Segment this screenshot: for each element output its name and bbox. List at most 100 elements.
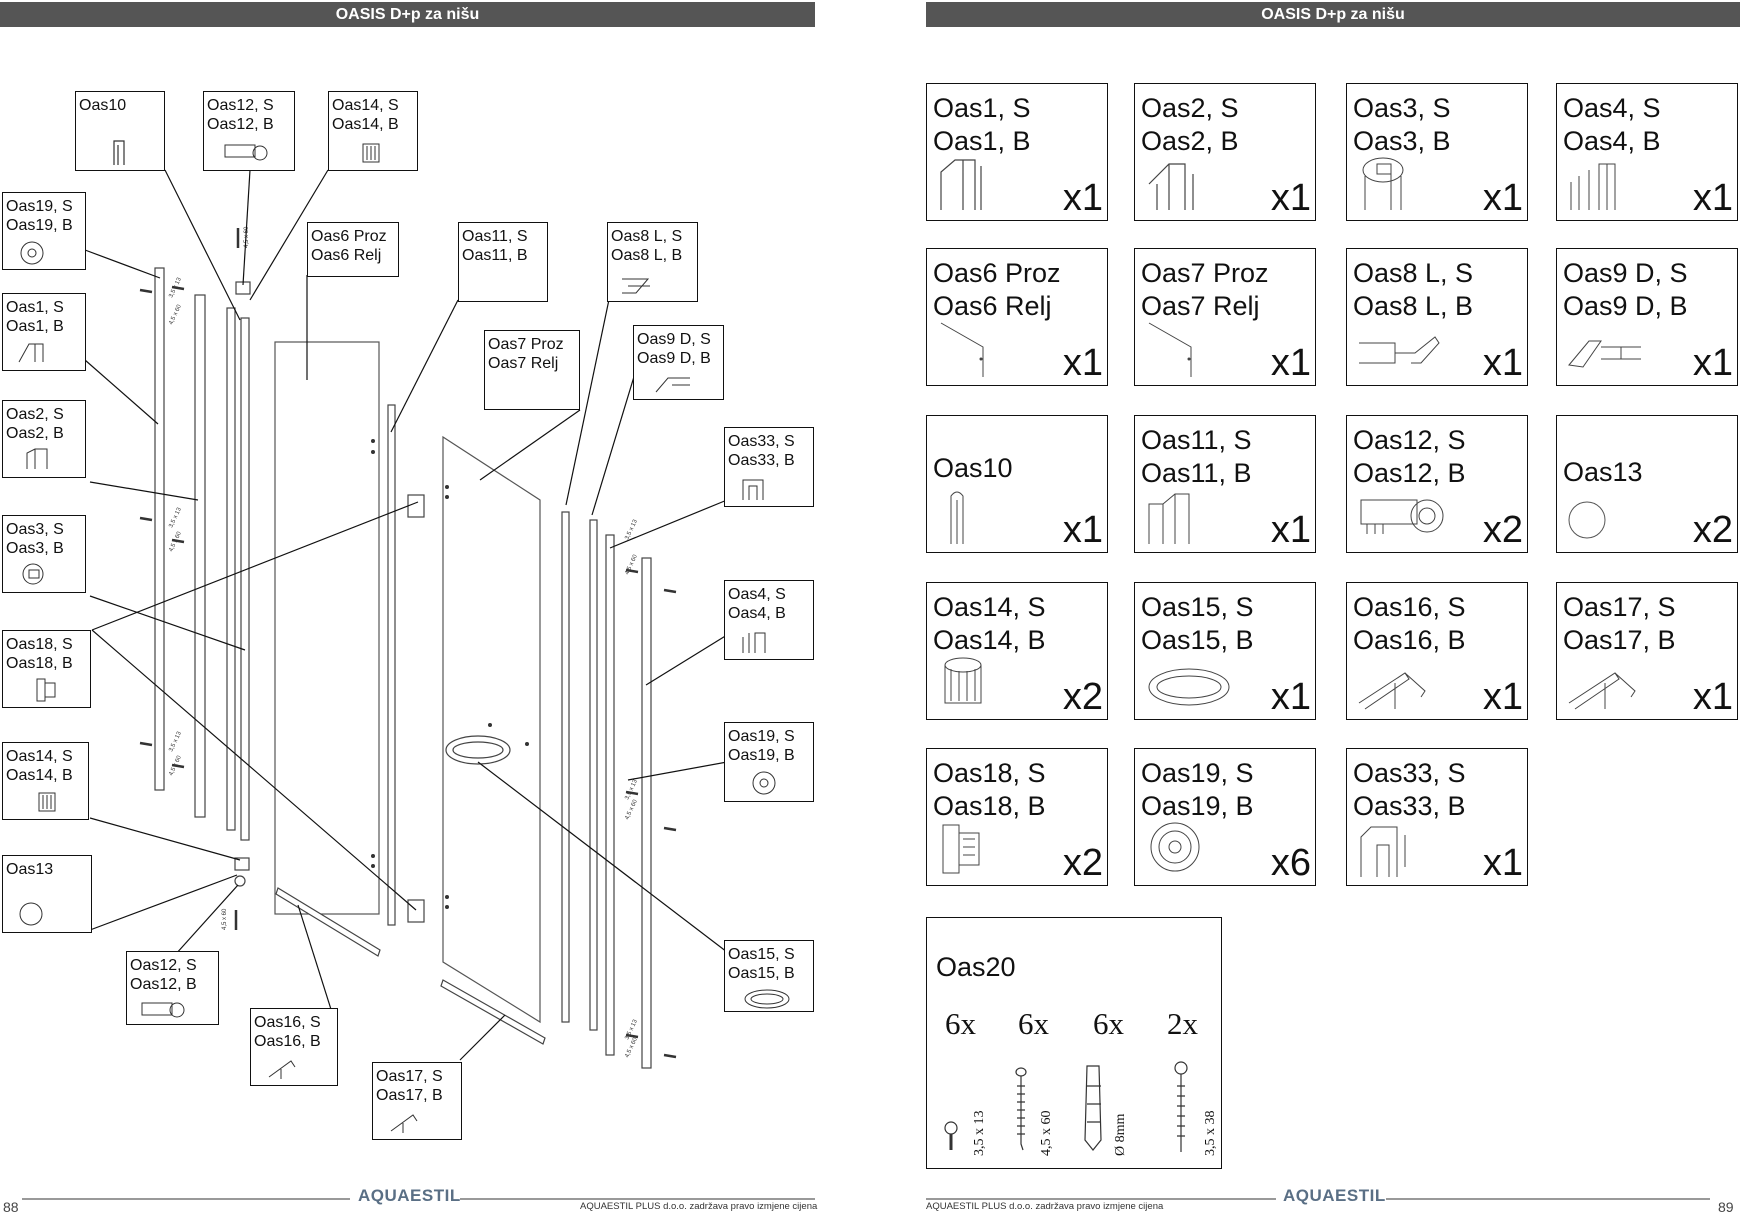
screw-mark: 4,5 x 60 (244, 226, 250, 248)
left-footer-notice: AQUAESTIL PLUS d.o.o. zadržava pravo izm… (580, 1201, 818, 1212)
screw-mark: 3,5 x 13 (168, 730, 183, 752)
roller-icon (752, 771, 776, 795)
profile-oas3 (226, 307, 236, 831)
profile-oas11 (387, 404, 396, 926)
exploded-label-oas10: Oas10 (75, 91, 165, 171)
part-card-oas10: Oas10 x1 (926, 415, 1108, 553)
plug-icon (19, 902, 43, 926)
screw-mark: 4,5 x 60 (624, 798, 639, 820)
profile-icon (742, 632, 766, 653)
hardware-size: 3,5 x 13 (972, 1110, 987, 1157)
hardware-count: 6x (945, 1006, 976, 1041)
right-brand-logo: AQUAESTIL (1283, 1186, 1386, 1205)
part-card-oas13: Oas13 x2 (1556, 415, 1738, 553)
part-oas14-icon (944, 657, 982, 704)
hardware-size: Ø 8mm (1113, 1113, 1128, 1156)
screw-mark: 3,5 x 13 (624, 778, 639, 800)
screw-3-5x13-icon (944, 1121, 958, 1135)
screw-mark: 3,5 x 13 (168, 506, 183, 528)
hardware-size: 4,5 x 60 (1039, 1110, 1054, 1157)
seal-oas16 (275, 887, 381, 957)
part-oas4-icon (1570, 163, 1616, 210)
hardware-card-oas20: Oas20 6x 6x 6x 2x 3,5 x 13 4,5 x 60 Ø 8m… (926, 917, 1222, 1169)
profile-icon (113, 140, 125, 165)
profile-oas8 (561, 511, 570, 1023)
hardware-count: 2x (1167, 1006, 1198, 1041)
seal-icon (268, 1060, 296, 1079)
part-oas17-icon (1568, 672, 1636, 710)
profile-oas1 (154, 267, 165, 791)
exploded-assembly-diagram: 3,5 x 13 4,5 x 60 3,5 x 13 4,5 x 60 3,5 … (84, 169, 728, 1069)
seal-oas17 (440, 979, 546, 1045)
part-oas13-icon (1568, 501, 1606, 539)
part-oas7-icon (1148, 322, 1192, 377)
part-oas8-icon (1359, 336, 1440, 364)
right-footer-notice: AQUAESTIL PLUS d.o.o. zadržava pravo izm… (926, 1201, 1164, 1212)
part-oas16-icon (1358, 672, 1426, 710)
left-brand-logo: AQUAESTIL (358, 1186, 461, 1205)
profile-icon (22, 563, 44, 585)
right-footer-line (926, 1198, 1276, 1200)
profile-oas2 (194, 294, 206, 818)
exploded-label-oas13: Oas13 (2, 855, 92, 933)
hardware-count: 6x (1018, 1006, 1049, 1041)
left-page-header: OASIS D+p za nišu (0, 2, 815, 27)
part-oas11-icon (1148, 493, 1190, 544)
connector-icon (655, 377, 690, 393)
right-page-number: 89 (1718, 1199, 1734, 1215)
connector-icon (622, 278, 650, 294)
glass-oas7 (442, 435, 541, 1024)
left-footer-line-2 (460, 1198, 815, 1200)
screw-4-5x60-icon (1017, 1076, 1025, 1151)
glass-oas6 (274, 341, 380, 915)
screw-3-5x38-icon (1174, 1061, 1188, 1075)
profile-oas9 (589, 519, 598, 1031)
left-footer-line (22, 1198, 350, 1200)
right-page-header: OASIS D+p za nišu (926, 2, 1740, 27)
part-oas15-icon (1148, 668, 1230, 706)
part-oas2-icon (1148, 163, 1194, 210)
profile-icon (18, 343, 44, 363)
part-oas12-icon (1360, 499, 1444, 534)
clip-icon (742, 479, 764, 500)
bracket-icon (224, 144, 268, 161)
hardware-drawings (944, 1061, 1188, 1152)
bracket-icon (141, 1002, 185, 1018)
part-oas33-icon (1360, 826, 1406, 877)
profile-oas3b (240, 317, 250, 841)
roller-icon (20, 241, 44, 265)
part-oas3-icon (1362, 157, 1404, 210)
hinge-icon (36, 678, 56, 702)
part-oas9-icon (1568, 340, 1641, 368)
part-oas6-icon (940, 322, 984, 377)
profile-oas4 (641, 557, 652, 1069)
